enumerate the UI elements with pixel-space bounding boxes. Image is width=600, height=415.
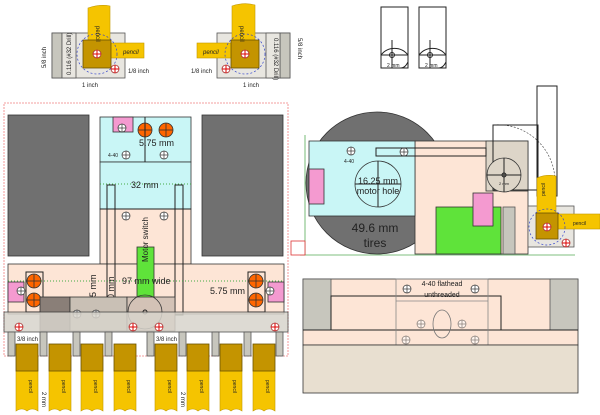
pencil-holder	[113, 343, 137, 372]
dim-5-75-top: 5.75 mm	[139, 138, 174, 148]
pencil-holder	[186, 343, 210, 372]
dim-one-eighth: 1/8 inch	[128, 69, 149, 75]
dim-one-inch: 1 inch	[82, 83, 98, 89]
dim-two-mm-side: 2 mm	[499, 181, 510, 186]
pencil-label: pencil	[27, 380, 33, 393]
dim-5-75-side: 5.75 mm	[210, 286, 245, 296]
screw-4-40-side: 4-40	[344, 159, 354, 165]
pencil-slot: pencil	[219, 343, 243, 412]
slot-divider	[72, 331, 81, 357]
pencil-holder-detail-right: pencil pencil 5/8 inch 0.116 (#32 Drill)…	[191, 3, 302, 89]
slot-divider	[39, 331, 48, 357]
pencil-label: pencil	[202, 50, 219, 56]
slot-divider	[211, 331, 220, 357]
dim-two-mm-gap: 2 mm	[179, 392, 185, 407]
motor-hole-label: motor hole	[357, 186, 400, 196]
pencil-slot: pencil	[48, 343, 72, 412]
slot-divider	[243, 331, 252, 357]
top-view: 5.75 mm 4-40 32 mm Motor switch 97 mm wi…	[3, 102, 289, 412]
slot-divider	[178, 331, 187, 357]
pencil-holder	[80, 343, 104, 372]
pencil-slot: pencil	[252, 343, 276, 412]
pencil-holder	[48, 343, 72, 372]
dim-97-mm-wide: 97 mm wide	[122, 276, 171, 286]
dim-32-mm: 32 mm	[131, 180, 159, 190]
pencil-holder	[252, 343, 276, 372]
pencil-slot: pencil	[15, 343, 39, 412]
pencil-row: pencil pencil pencil pencil pencil pencil penc…	[7, 331, 284, 412]
pencil-label: pencil	[238, 26, 244, 42]
pencil-label: pencil	[231, 380, 237, 393]
pencil-label: pencil	[125, 380, 131, 393]
pencil-holder	[154, 343, 178, 372]
side-view: 2 mm 4-40 16.25 mm motor hole 49.6 mm ti…	[290, 85, 600, 256]
right-tire	[201, 114, 284, 257]
pencil-holder	[15, 343, 39, 372]
dim-three-eighths: 3/8 inch	[17, 337, 38, 343]
tires-dim: 49.6 mm	[352, 221, 399, 235]
screw-4-40-label: 4-40	[108, 153, 118, 159]
motor-hole-dim: 16.25 mm	[358, 176, 398, 186]
pencil-holder-detail-left: pencil pencil 5/8 inch 0.116 (#32 Drill)…	[42, 5, 149, 89]
dim-two-mm-gap: 2 mm	[40, 392, 46, 407]
dim-two-mm: 2 mm	[387, 63, 400, 69]
drill-label: 0.116 (#32 Drill)	[272, 38, 278, 80]
pencil-label: pencil	[122, 50, 139, 56]
pencil-label: pencil	[94, 26, 100, 42]
unthreaded-label: unthreaded	[424, 292, 460, 299]
slot-divider	[7, 331, 16, 357]
slot-divider	[104, 331, 113, 357]
switch-label: Motor switch	[141, 217, 150, 262]
pencil-holder	[219, 343, 243, 372]
slot-divider	[275, 331, 284, 357]
pencil-label: pencil	[573, 221, 586, 227]
pencil-label: pencil	[264, 380, 270, 393]
pencil-label: pencil	[541, 183, 547, 196]
pencil-slot: pencil	[154, 343, 178, 412]
dim-40-mm: 40 mm	[106, 276, 116, 304]
dim-one-eighth: 1/8 inch	[191, 69, 212, 75]
tires-label: tires	[364, 236, 387, 250]
pencil-label: pencil	[166, 380, 172, 393]
pencil-label: pencil	[92, 380, 98, 393]
pencil-slot: pencil	[113, 343, 137, 412]
left-tire	[7, 114, 90, 257]
pencil-slot: pencil	[80, 343, 104, 412]
pencil-label: pencil	[60, 380, 66, 393]
motor-mount	[308, 140, 416, 217]
flathead-label: 4-40 flathead	[422, 281, 463, 288]
slot-divider	[146, 331, 155, 357]
dim-five-eighths: 5/8 inch	[42, 47, 48, 68]
dim-two-mm: 2 mm	[425, 63, 438, 69]
dim-one-inch: 1 inch	[243, 83, 259, 89]
shaft-coupler-details: 2 mm 2 mm	[380, 6, 447, 69]
front-view: 4-40 flathead unthreaded	[302, 278, 579, 394]
dim-five-eighths: 5/8 inch	[296, 38, 302, 59]
drill-label: 0.116 (#32 Drill)	[67, 33, 73, 75]
pencil-slot: pencil	[186, 343, 210, 412]
dim-25-mm: 25 mm	[88, 274, 98, 302]
pencil-label: pencil	[198, 380, 204, 393]
dim-three-eighths: 3/8 inch	[156, 337, 177, 343]
